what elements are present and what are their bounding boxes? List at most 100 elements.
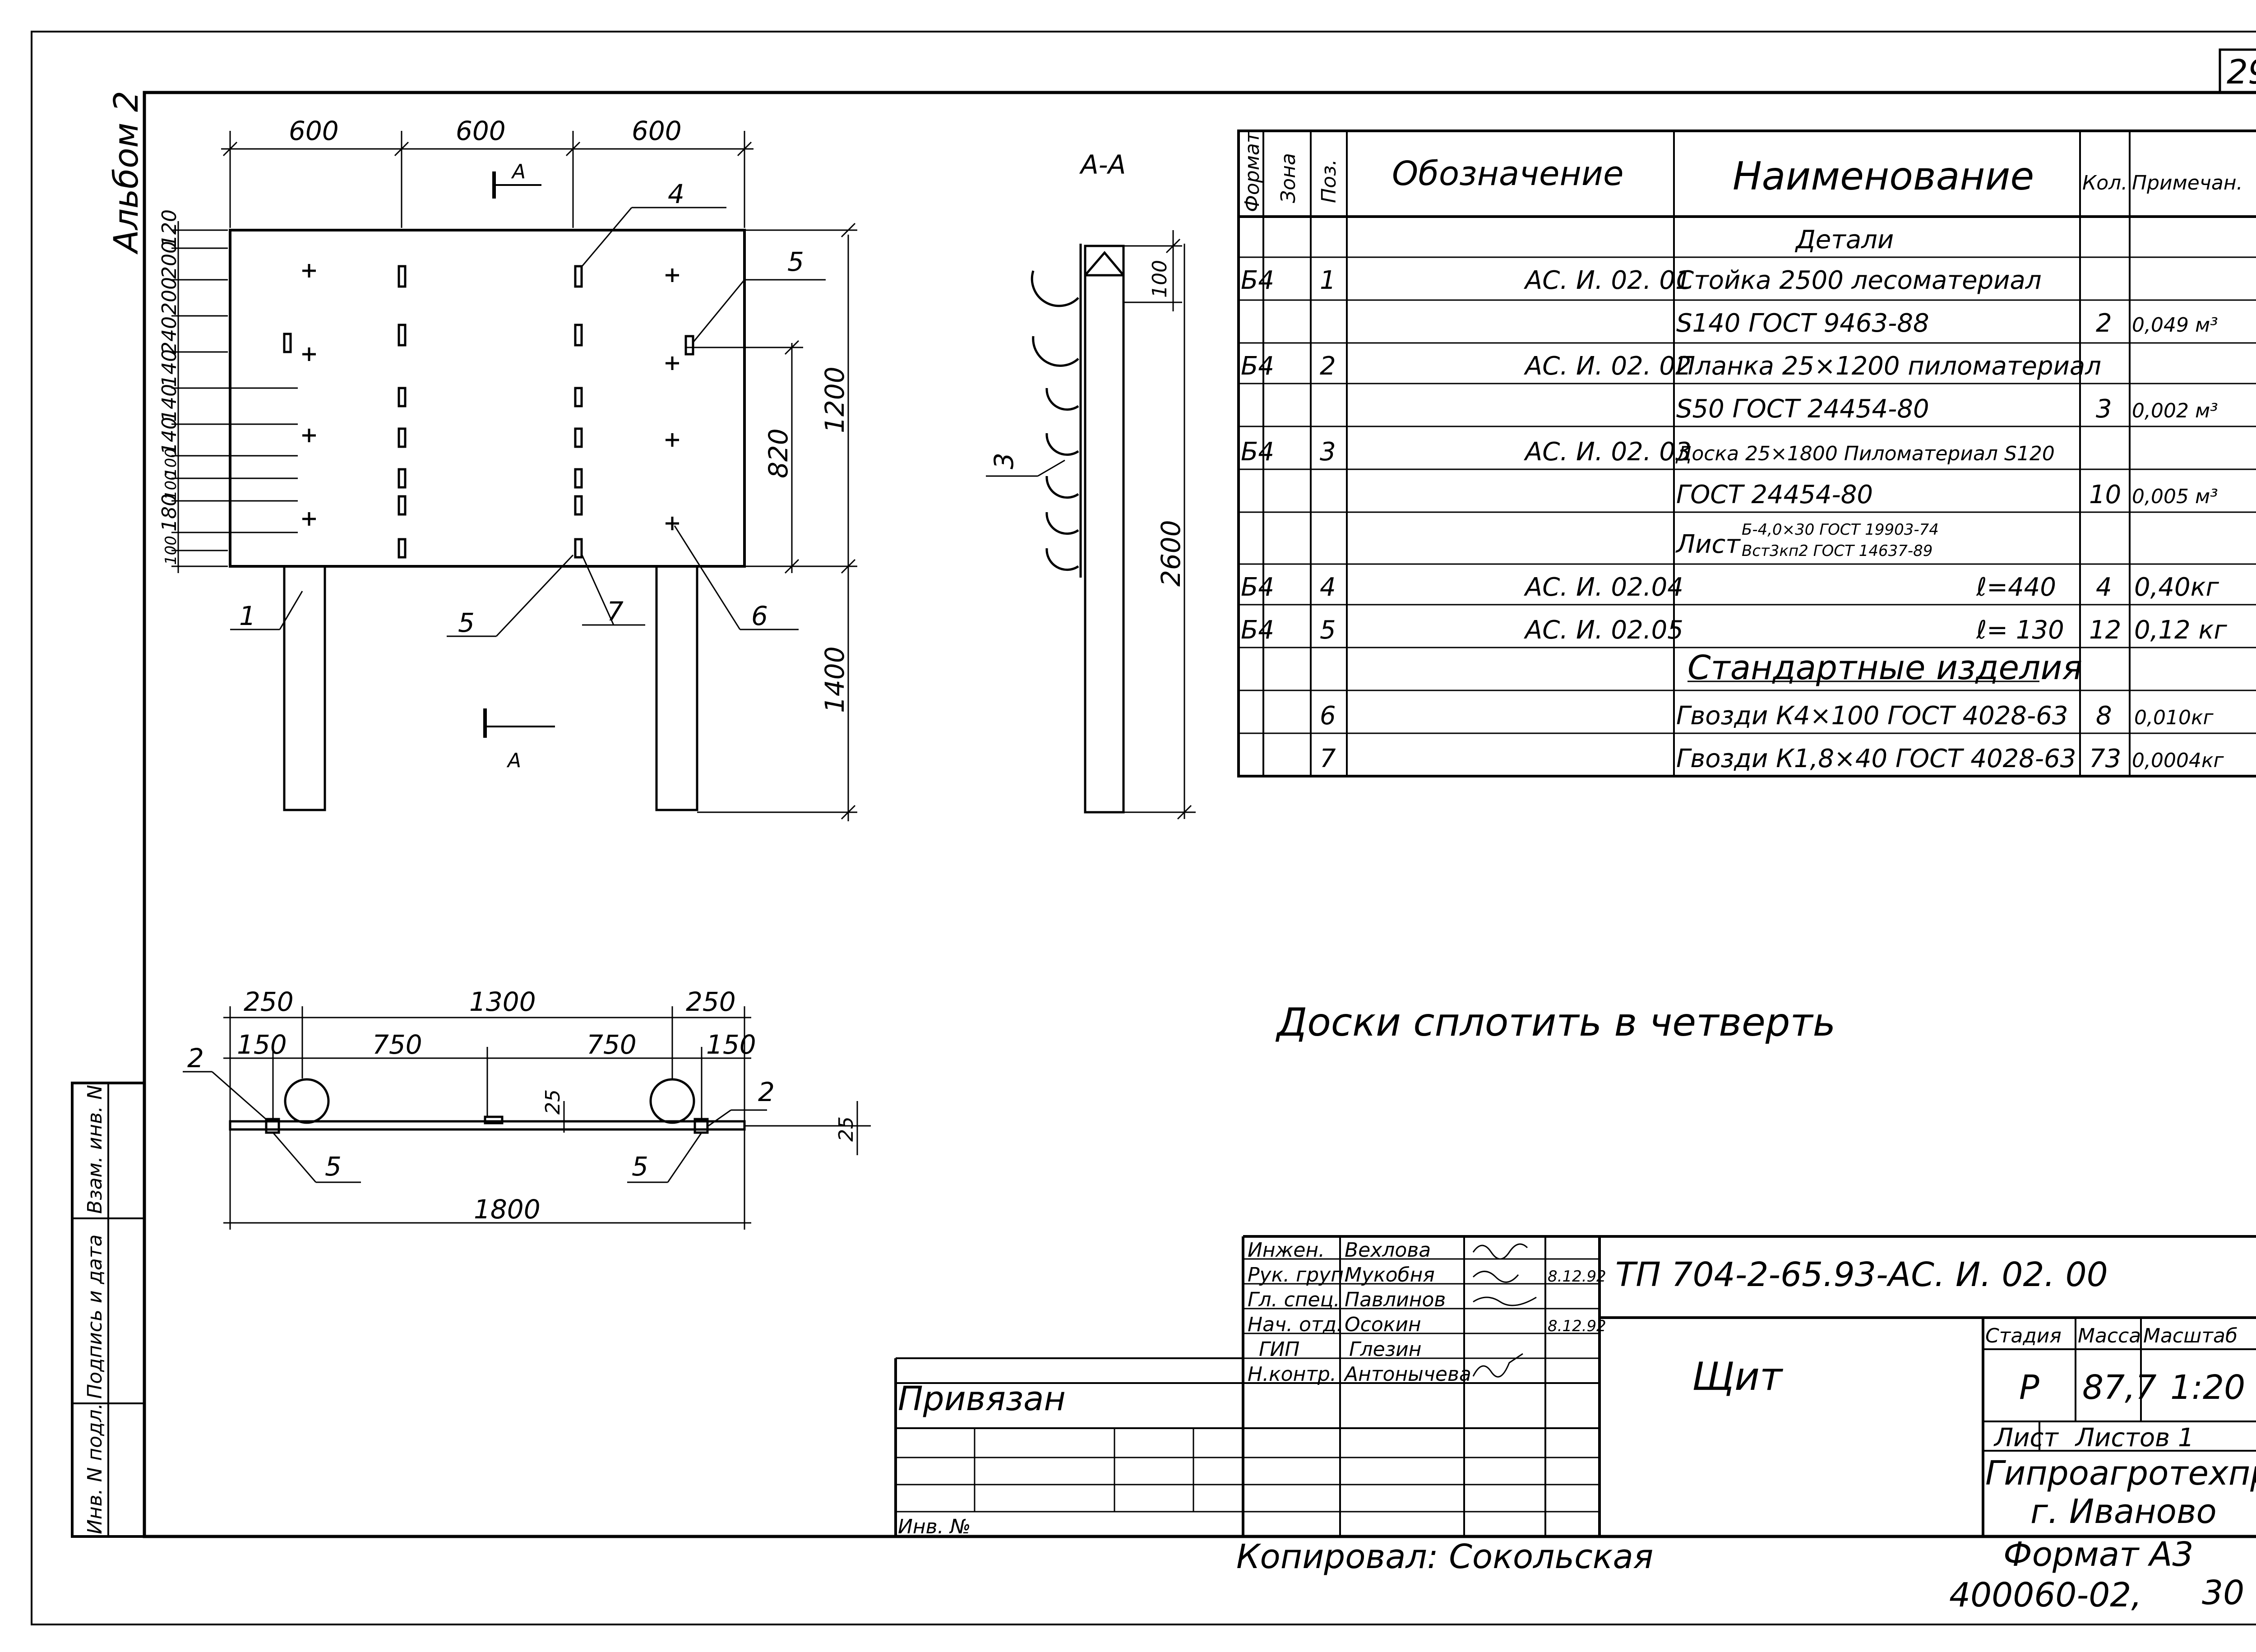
- role-3: Нач. отд.: [1248, 1313, 1343, 1336]
- copied-by: Копировал: Сокольская: [1236, 1537, 1653, 1576]
- row-1-name: Стойка 2500 лесоматериал: [1676, 266, 2042, 295]
- row-9-designation: АС. И. 02.05: [1524, 615, 1683, 645]
- row-6-note: 0,005 м³: [2132, 485, 2218, 508]
- dim-left-8: 100: [162, 448, 180, 477]
- plan-view-labels: 250 1300 250 150 750 750 150 25 25 1800 …: [187, 986, 858, 1225]
- role-2: Гл. спец.: [1248, 1288, 1340, 1311]
- front-view-labels: 600 600 600 120 200 200 240 140 140 140 …: [158, 116, 850, 772]
- row-3-designation: АС. И. 02. 02: [1524, 352, 1692, 381]
- callout-5a: 5: [458, 607, 475, 638]
- doc-code: ТП 704-2-65.93-АС. И. 02. 00: [1615, 1255, 2108, 1294]
- row-9-pos: 5: [1320, 615, 1336, 645]
- assembly-note: Доски сплотить в четверть: [1275, 1000, 1835, 1045]
- row-4-note: 0,002 м³: [2132, 399, 2218, 422]
- section-dim-2600: 2600: [1156, 520, 1186, 587]
- plan-callout-5a: 5: [325, 1151, 342, 1182]
- dim-left-1: 120: [158, 209, 181, 247]
- dim-left-3: 200: [158, 277, 181, 315]
- section-view: [986, 230, 1196, 820]
- row-10-name: Стандартные изделия: [1687, 648, 2082, 687]
- side-stamp-text: Инв. N подл. Подпись и дата Взам. инв. N: [83, 1085, 106, 1534]
- row-1-format: Б4: [1241, 266, 1274, 295]
- bottom-number: 30: [2202, 1573, 2244, 1612]
- name-4: Глезин: [1349, 1338, 1421, 1361]
- role-4: ГИП: [1259, 1338, 1300, 1361]
- row-9-name: ℓ= 130: [1976, 615, 2064, 645]
- side-label-2: Взам. инв. N: [83, 1085, 106, 1214]
- col-pos: Поз.: [1318, 159, 1341, 203]
- dim-left-2: 200: [158, 241, 181, 279]
- dim-left-6: 140: [158, 384, 181, 422]
- org-name: Гипроагротехпром: [1985, 1454, 2256, 1493]
- callout-1: 1: [239, 601, 256, 631]
- org-city: г. Иваново: [2030, 1492, 2217, 1531]
- callout-4: 4: [668, 179, 684, 209]
- row-1-pos: 1: [1320, 266, 1336, 295]
- mass-value: 87,7: [2082, 1368, 2157, 1407]
- dim-left-5: 140: [158, 349, 181, 387]
- bound-label: Привязан: [898, 1379, 1066, 1418]
- row-12-pos: 7: [1320, 744, 1336, 773]
- name-1: Мукобня: [1345, 1263, 1435, 1286]
- row-2-qty: 2: [2096, 309, 2112, 338]
- plan-callout-2a: 2: [187, 1043, 204, 1074]
- inv-label: Инв. №: [898, 1515, 971, 1538]
- stage-value: Р: [2019, 1368, 2039, 1407]
- row-11-note: 0,010кг: [2134, 706, 2214, 729]
- date-1: 8.12.92: [1548, 1317, 1606, 1335]
- row-5-pos: 3: [1320, 437, 1336, 467]
- role-1: Рук. груп.: [1248, 1263, 1350, 1286]
- album-label: Альбом 2: [107, 91, 146, 255]
- sheet-frame: [31, 31, 2256, 1625]
- spec-table: [1237, 130, 2256, 777]
- row-8-format: Б4: [1241, 573, 1274, 602]
- col-designation: Обозначение: [1392, 154, 1623, 193]
- mass-label: Масса: [2078, 1324, 2141, 1347]
- name-3: Осокин: [1345, 1313, 1421, 1336]
- plan-callout-2b: 2: [758, 1077, 775, 1107]
- row-3-pos: 2: [1320, 352, 1336, 381]
- sheet-fraction-bottom: Вст3кп2 ГОСТ 14637-89: [1742, 542, 1932, 560]
- dim-right-820: 820: [763, 428, 794, 478]
- plan-dim-25b: 25: [835, 1116, 858, 1142]
- row-7-name: Лист: [1675, 530, 1741, 559]
- row-8-designation: АС. И. 02.04: [1524, 573, 1683, 602]
- col-zone: Зона: [1277, 153, 1300, 203]
- plan-dim-750a: 750: [372, 1029, 422, 1060]
- section-marker-bottom: А: [506, 749, 521, 772]
- format-label: Формат А3: [2003, 1535, 2193, 1574]
- col-format: Формат: [1241, 131, 1264, 212]
- sheet-fraction-top: Б-4,0×30 ГОСТ 19903-74: [1742, 521, 1939, 539]
- spec-table-text: Формат Зона Поз. Обозначение Наименовани…: [1241, 131, 2243, 773]
- row-11-qty: 8: [2096, 701, 2112, 731]
- dim-top-3: 600: [632, 116, 682, 146]
- name-5: Антонычева: [1343, 1363, 1471, 1386]
- callout-5b: 5: [787, 246, 804, 277]
- sheets-label: Листов 1: [2075, 1423, 2194, 1453]
- row-9-format: Б4: [1241, 615, 1274, 645]
- row-3-name: Планка 25×1200 пиломатериал: [1676, 352, 2101, 381]
- row-8-qty: 4: [2096, 573, 2112, 602]
- row-5-name: Доска 25×1800 Пиломатериал S120: [1675, 442, 2055, 465]
- dim-right-1200: 1200: [819, 366, 850, 433]
- plan-dim-150a: 150: [237, 1029, 287, 1060]
- dim-left-7: 140: [158, 417, 181, 455]
- dim-left-11: 100: [162, 536, 180, 565]
- front-view: [171, 131, 857, 821]
- section-title: А-А: [1079, 149, 1126, 180]
- section-marker-top: А: [511, 160, 526, 183]
- drawing-name: Щит: [1692, 1354, 1784, 1399]
- dim-left-9: 100: [162, 471, 180, 500]
- dim-left-10: 180: [158, 494, 181, 532]
- plan-callout-5b: 5: [632, 1151, 648, 1182]
- section-dim-100: 100: [1148, 260, 1171, 298]
- dim-left-4: 240: [158, 316, 181, 354]
- dim-top-2: 600: [456, 116, 506, 146]
- row-12-qty: 73: [2089, 744, 2121, 773]
- row-4-name: S50 ГОСТ 24454-80: [1676, 394, 1929, 424]
- section-callout-3: 3: [989, 453, 1019, 469]
- plan-dim-250b: 250: [686, 986, 736, 1017]
- row-11-name: Гвозди К4×100 ГОСТ 4028-63: [1676, 701, 2068, 731]
- plan-dim-250a: 250: [244, 986, 294, 1017]
